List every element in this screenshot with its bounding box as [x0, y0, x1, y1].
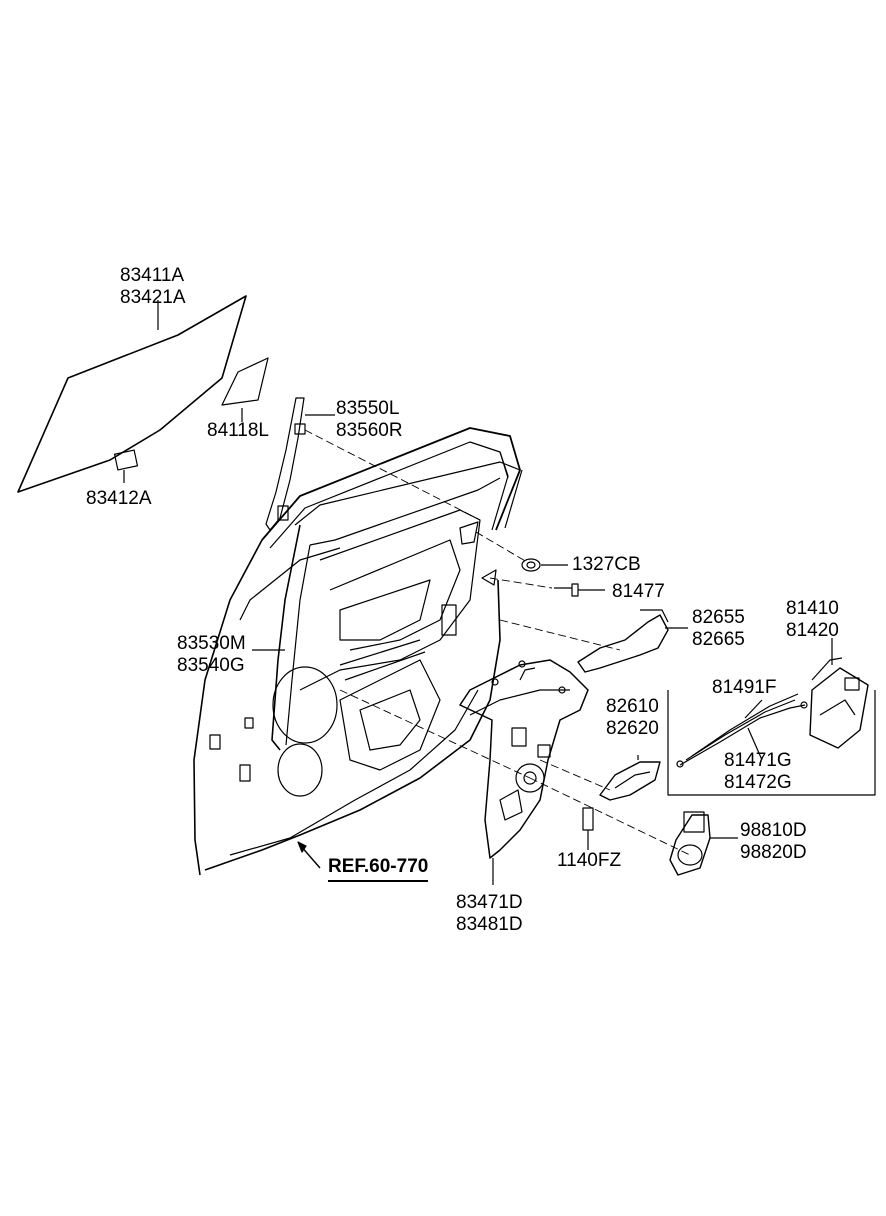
label-glass-patch: 84118L: [207, 420, 269, 441]
window-regulator: [459, 659, 589, 885]
ref-arrow: [297, 841, 321, 869]
bolt-1140fz: [582, 807, 594, 850]
label-bolt-1140fz: 1140FZ: [557, 850, 622, 871]
glass-clip: [113, 449, 139, 483]
window-motor: [669, 811, 738, 876]
door-latch: [667, 638, 876, 796]
glass-patch: [221, 357, 269, 422]
alignment-lines: [304, 429, 691, 856]
label-nut: 1327CB: [572, 554, 641, 575]
label-bolt-81477: 81477: [612, 581, 665, 602]
inner-handle: [599, 755, 661, 801]
label-cable-f: 81491F: [712, 677, 777, 698]
door-cables: [676, 693, 808, 768]
nut: [521, 558, 568, 572]
bolt-81477: [554, 583, 605, 597]
label-glass-clip: 83412A: [86, 488, 152, 509]
door-glass: [17, 295, 247, 493]
ref-label: REF.60-770: [328, 856, 429, 882]
glass-run-channel: [265, 397, 335, 531]
door-frame: [193, 427, 523, 876]
outer-handle: [577, 609, 688, 673]
